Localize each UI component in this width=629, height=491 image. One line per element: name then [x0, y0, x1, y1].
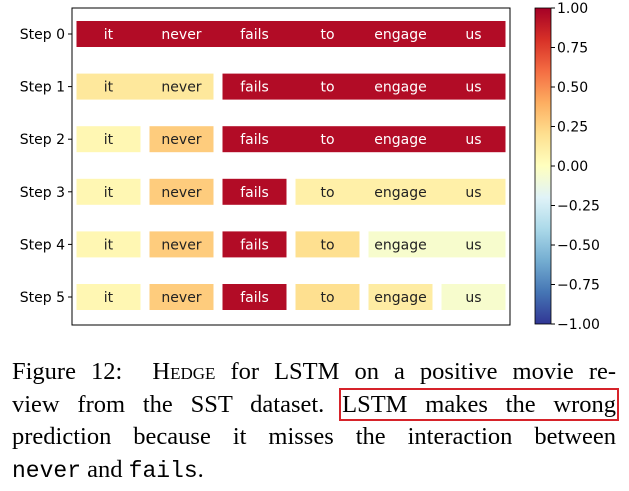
cell-word: fails — [240, 237, 269, 253]
heatmap-cell — [295, 178, 506, 205]
caption-and: and — [87, 455, 123, 483]
cell-word: to — [320, 237, 334, 253]
heatmap-cell — [76, 178, 141, 205]
colorbar — [534, 7, 552, 325]
cell-word: it — [104, 27, 114, 43]
method-name: Hedge — [152, 358, 216, 385]
caption-text-3: prediction because it misses the interac… — [12, 423, 616, 450]
cell-word: it — [104, 132, 114, 148]
cell-word: never — [161, 27, 201, 43]
heatmap-cell — [76, 231, 141, 258]
row-label: Step 0 — [20, 27, 65, 43]
colorbar-tick-label: 1.00 — [557, 1, 588, 17]
heatmap-cell — [76, 73, 214, 100]
colorbar-tick-label: −0.25 — [557, 199, 600, 215]
cell-word: never — [161, 80, 201, 96]
heatmap-cell — [222, 231, 287, 258]
colorbar-tick-label: −1.00 — [557, 317, 600, 333]
colorbar-tick-label: −0.50 — [557, 238, 600, 254]
row-labels: Step 0 Step 1 Step 2 Step 3 Step 4 Step 5 — [20, 27, 72, 306]
row-label: Step 4 — [20, 237, 65, 253]
cell-word: engage — [374, 80, 426, 96]
cell-word: fails — [240, 132, 269, 148]
cell-word: fails — [240, 185, 269, 201]
colorbar-tick-label: 0.25 — [557, 120, 588, 136]
colorbar-ticks: 1.00 0.75 0.50 0.25 0.00 −0.25 −0.50 −0.75 −1.00 — [551, 1, 600, 333]
heatmap-cell — [295, 231, 360, 258]
cell-word: it — [104, 290, 114, 306]
heatmap-cell — [441, 284, 506, 310]
row-label: Step 2 — [20, 132, 65, 148]
cell-word: us — [465, 27, 481, 43]
caption-line-3: prediction because it misses the interac… — [12, 421, 616, 454]
cell-word: fails — [240, 27, 269, 43]
heatmap-cell — [222, 126, 506, 153]
heatmap-cell — [76, 126, 141, 153]
caption-text-2: view from the SST dataset. — [12, 390, 325, 418]
highlighted-phrase: LSTM makes the wrong — [339, 387, 619, 421]
row-label: Step 5 — [20, 290, 65, 306]
cell-word: engage — [374, 132, 426, 148]
cell-word: us — [465, 237, 481, 253]
cell-word: it — [104, 237, 114, 253]
cell-word: us — [465, 290, 481, 306]
colorbar-tick-label: 0.00 — [557, 159, 588, 175]
heatmap-cell — [368, 231, 506, 258]
cell-word: engage — [374, 237, 426, 253]
heatmap-cell — [222, 73, 506, 100]
cell-word: never — [161, 132, 201, 148]
colorbar-tick-label: 0.75 — [557, 41, 588, 57]
cell-word: to — [320, 27, 334, 43]
caption-line-2: view from the SST dataset. LSTM makes th… — [12, 387, 619, 422]
colorbar-tick-label: 0.50 — [557, 80, 588, 96]
cell-word: never — [161, 185, 201, 201]
heatmap-cells: it never fails to engage us it never fails to enga… — [76, 21, 506, 310]
cell-word: it — [104, 80, 114, 96]
cell-word: never — [161, 290, 201, 306]
colorbar-tick-label: −0.75 — [557, 278, 600, 294]
caption-line-4: never and fails. — [12, 454, 616, 488]
code-never: never — [12, 457, 82, 484]
heatmap-cell — [149, 126, 214, 153]
figure-caption: Figure 12: Hedge for LSTM on a positive … — [12, 356, 619, 488]
heatmap-cell — [149, 284, 214, 310]
cell-word: engage — [374, 290, 426, 306]
cell-word: fails — [240, 290, 269, 306]
cell-word: to — [320, 290, 334, 306]
cell-word: fails — [240, 80, 269, 96]
heatmap-cell — [295, 284, 360, 310]
heatmap-cell — [76, 21, 506, 47]
cell-word: never — [161, 237, 201, 253]
heatmap-cell — [149, 231, 214, 258]
cell-word: engage — [374, 27, 426, 43]
heatmap-cell — [149, 178, 214, 205]
cell-word: us — [465, 80, 481, 96]
cell-word: us — [465, 132, 481, 148]
plot-frame — [71, 7, 511, 326]
hedge-figure: it never fails to engage us it never fails to enga… — [20, 1, 600, 333]
row-label: Step 1 — [20, 80, 65, 96]
heatmap-cell — [368, 284, 433, 310]
cell-word: engage — [374, 185, 426, 201]
heatmap-cell — [222, 178, 287, 205]
cell-word: to — [320, 185, 334, 201]
caption-line-1: Figure 12: Hedge for LSTM on a positive … — [12, 356, 616, 389]
heatmap-cell — [222, 284, 287, 310]
code-fails: fails — [128, 457, 198, 484]
cell-word: to — [320, 80, 334, 96]
caption-text-1: for LSTM on a positive movie re- — [230, 358, 617, 385]
caption-period: . — [197, 455, 204, 483]
heatmap-cell — [76, 284, 141, 310]
row-label: Step 3 — [20, 185, 65, 201]
cell-word: to — [320, 132, 334, 148]
cell-word: it — [104, 185, 114, 201]
caption-label: Figure 12: — [12, 358, 123, 385]
cell-word: us — [465, 185, 481, 201]
